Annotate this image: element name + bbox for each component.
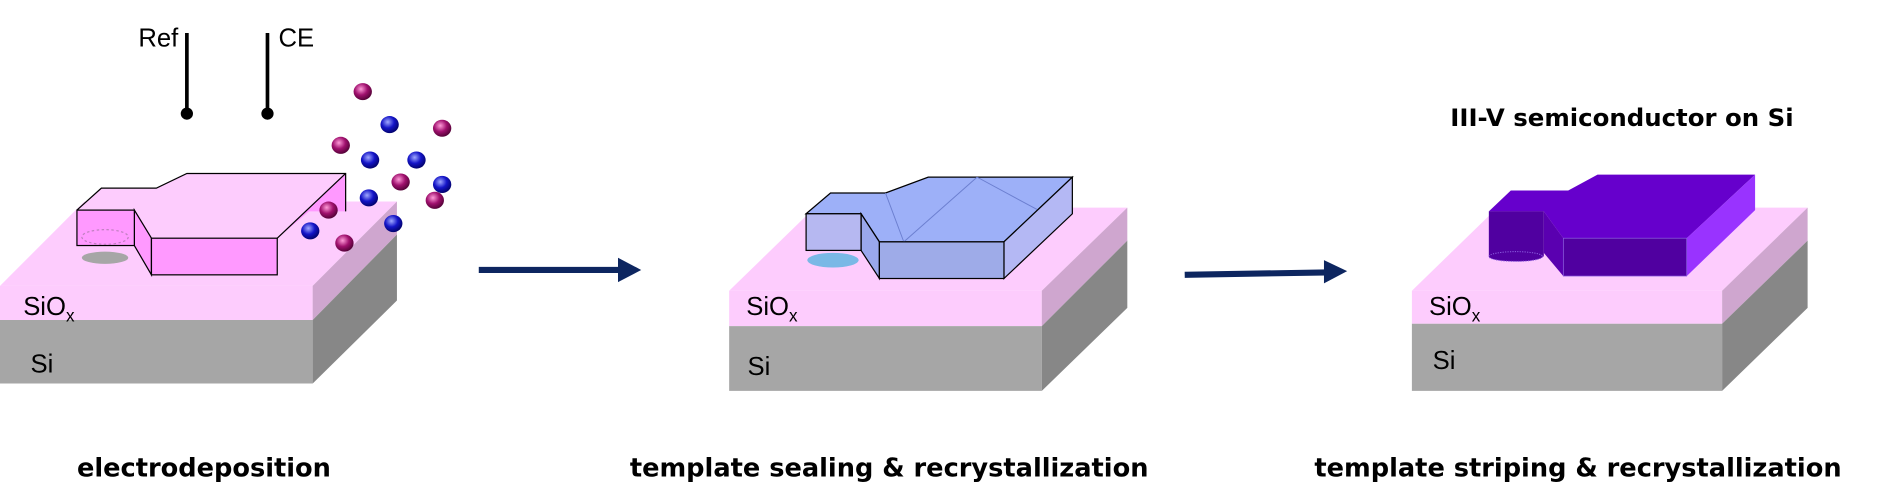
- arrow-1: [478, 257, 642, 283]
- caption-electrodeposition: electrodeposition: [77, 453, 331, 483]
- substrate-label: Si: [31, 351, 54, 379]
- ion-magenta: [353, 83, 372, 101]
- counter-electrode: CE: [261, 24, 314, 120]
- ref-label: Ref: [138, 24, 179, 52]
- ion-blue: [407, 151, 426, 169]
- caption-template-sealing: template sealing & recrystallization: [630, 453, 1149, 483]
- cylinder-seal: [807, 252, 859, 268]
- step-template-striping: III-V semiconductor on Si SiOx Si: [1411, 103, 1808, 391]
- ion-blue: [359, 189, 379, 207]
- ion-blue: [432, 175, 452, 194]
- arrow-2: [1184, 260, 1348, 284]
- ion-blue: [384, 214, 403, 233]
- ion-magenta: [331, 136, 350, 154]
- sealed-template-shape: [804, 175, 1074, 281]
- iii-v-crystal: [1488, 174, 1756, 277]
- reference-electrode: Ref: [138, 24, 193, 120]
- ion-magenta: [335, 234, 354, 252]
- step-template-sealing: SiOx Si: [729, 175, 1128, 391]
- template-shape: [76, 172, 347, 278]
- caption-template-striping: template striping & recrystallization: [1314, 453, 1841, 483]
- ion-magenta: [425, 191, 444, 209]
- step-electrodeposition: Ref CE SiOx Si: [0, 24, 452, 384]
- ion-blue: [301, 222, 320, 240]
- ce-label: CE: [278, 24, 314, 52]
- ion-magenta: [319, 201, 338, 219]
- ion-blue: [360, 151, 380, 169]
- ion-blue: [380, 116, 399, 134]
- oxide-label: SiOx: [746, 293, 798, 325]
- substrate-label: Si: [1433, 347, 1456, 375]
- ion-magenta: [432, 119, 452, 137]
- oxide-label: SiOx: [1429, 293, 1481, 325]
- substrate-label: Si: [747, 353, 770, 381]
- result-label: III-V semiconductor on Si: [1450, 103, 1793, 132]
- ions: [301, 83, 452, 252]
- ion-magenta: [391, 173, 410, 191]
- oxide-label: SiOx: [23, 293, 75, 325]
- electrode-spot: [81, 251, 129, 264]
